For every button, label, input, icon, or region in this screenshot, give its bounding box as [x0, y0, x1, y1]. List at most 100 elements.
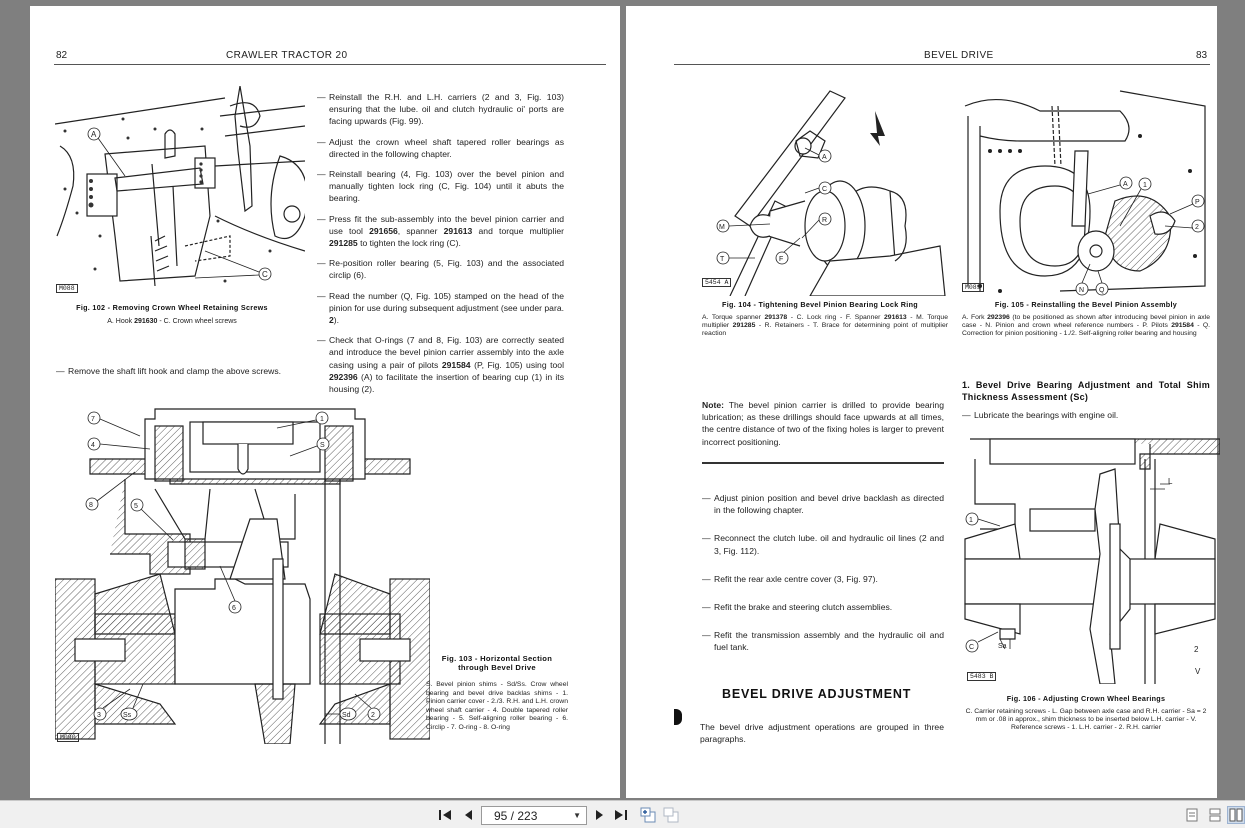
page-number: 83: [1196, 50, 1208, 61]
running-head: CRAWLER TRACTOR 20: [226, 50, 348, 61]
svg-text:C: C: [969, 644, 974, 651]
previous-page-button[interactable]: [462, 806, 476, 824]
svg-text:Sa: Sa: [998, 643, 1007, 650]
fig102-label-c: C: [262, 270, 268, 279]
header-rule: [674, 64, 1210, 65]
bullet-read-number: Read the number (Q, Fig. 105) stamped on…: [317, 290, 564, 327]
fig104-caption-title: Fig. 104 - Tightening Bevel Pinion Beari…: [722, 300, 918, 309]
fig103-caption-title: Fig. 103 - Horizontal Section through Be…: [441, 654, 553, 672]
svg-text:L: L: [1168, 477, 1173, 486]
page-82: 82 CRAWLER TRACTOR 20: [30, 6, 620, 798]
first-page-icon: [439, 810, 451, 820]
svg-text:2: 2: [1195, 224, 1199, 231]
svg-text:1: 1: [1143, 182, 1147, 189]
svg-text:F: F: [779, 256, 783, 263]
remove-page-button[interactable]: [662, 806, 680, 824]
fig105-illustration: A 1 P 2 N Q: [964, 90, 1206, 296]
fig102-caption-legend: A. Hook 291630 - C. Crown wheel screws: [107, 318, 237, 325]
fig102-illustration: A C: [55, 86, 305, 287]
svg-text:6: 6: [232, 605, 236, 612]
fig103-caption-legend: S. Bevel pinion shims - Sd/Ss. Crow whee…: [426, 681, 568, 731]
page-83: BEVEL DRIVE 83: [626, 6, 1220, 798]
note-paragraph: Note: The bevel pinion carrier is drille…: [702, 400, 944, 447]
note-divider: [702, 462, 944, 464]
prev-page-icon: [465, 810, 472, 820]
svg-text:1: 1: [320, 416, 324, 423]
page-number-input[interactable]: 95 / 223 ▼: [481, 806, 587, 825]
svg-text:V: V: [1195, 667, 1201, 676]
two-page-view-button[interactable]: [1227, 806, 1245, 824]
continuous-view-button[interactable]: [1207, 806, 1223, 824]
svg-text:7: 7: [91, 416, 95, 423]
section-marker-icon: [674, 709, 682, 725]
svg-text:1: 1: [969, 517, 973, 524]
running-head: BEVEL DRIVE: [924, 50, 994, 61]
page-dropdown-arrow-icon[interactable]: ▼: [573, 811, 581, 820]
left-col-bullets: Remove the shaft lift hook and clamp the…: [56, 365, 300, 385]
next-page-icon: [596, 810, 603, 820]
bullet-lubricate: Lubricate the bearings with engine oil.: [962, 409, 1210, 421]
bullet-refit-cover: Refit the rear axle centre cover (3, Fig…: [702, 573, 944, 585]
right-page-bullets: Adjust pinion position and bevel drive b…: [702, 492, 944, 662]
svg-text:2: 2: [1194, 645, 1199, 654]
fig105-tag: M089: [962, 283, 984, 292]
bullet-adjust-pinion: Adjust pinion position and bevel drive b…: [702, 492, 944, 516]
svg-text:S: S: [320, 442, 325, 449]
two-page-icon: [1229, 808, 1243, 822]
bullet-reinstall-carriers: Reinstall the R.H. and L.H. carriers (2 …: [317, 91, 564, 128]
svg-text:4: 4: [91, 442, 95, 449]
last-page-button[interactable]: [613, 806, 629, 824]
para1-heading: 1. Bevel Drive Bearing Adjustment and To…: [962, 380, 1210, 402]
fig103-section-drawing: 7 4 8 5 1 S 6 3 Ss Sd 2: [55, 408, 430, 744]
insert-page-button[interactable]: [639, 806, 657, 824]
viewer-toolbar: 95 / 223 ▼: [0, 800, 1245, 828]
header-rule: [54, 64, 606, 65]
svg-text:5: 5: [134, 503, 138, 510]
bullet-check-orings: Check that O-rings (7 and 8, Fig. 103) a…: [317, 334, 564, 395]
bullet-press-fit: Press fit the sub-assembly into the beve…: [317, 213, 564, 250]
svg-text:P: P: [1195, 199, 1200, 206]
page-number: 82: [56, 50, 68, 61]
fig106-tag: 5483 B: [967, 672, 997, 681]
fig106-caption-legend: C. Carrier retaining screws - L. Gap bet…: [965, 708, 1207, 732]
svg-text:N: N: [1079, 287, 1084, 294]
last-page-icon: [615, 810, 627, 820]
left-page-right-column: Reinstall the R.H. and L.H. carriers (2 …: [317, 91, 564, 403]
bullet-refit-brakes: Refit the brake and steering clutch asse…: [702, 601, 944, 613]
next-page-button[interactable]: [592, 806, 606, 824]
document-viewport[interactable]: 82 CRAWLER TRACTOR 20: [0, 0, 1245, 800]
bullet-reposition-bearing: Re-position roller bearing (5, Fig. 103)…: [317, 257, 564, 281]
svg-text:A: A: [1123, 181, 1128, 188]
bullet-reinstall-bearing: Reinstall bearing (4, Fig. 103) over the…: [317, 168, 564, 205]
section-heading: BEVEL DRIVE ADJUSTMENT: [722, 687, 912, 701]
section-intro: The bevel drive adjustment operations ar…: [700, 722, 944, 745]
fig105-caption-legend: A. Fork 292396 (to be positioned as show…: [962, 314, 1210, 338]
bullet-refit-transmission: Refit the transmission assembly and the …: [702, 629, 944, 653]
svg-text:T: T: [720, 256, 725, 263]
single-page-view-button[interactable]: [1184, 806, 1200, 824]
fig104-tag: 5454 A: [702, 278, 732, 287]
fig102-tag: M088: [56, 284, 78, 293]
continuous-page-icon: [1209, 808, 1221, 822]
bullet-adjust-bearings: Adjust the crown wheel shaft tapered rol…: [317, 136, 564, 160]
svg-text:C: C: [822, 186, 827, 193]
bullet-remove-hook: Remove the shaft lift hook and clamp the…: [56, 365, 300, 377]
fig104-illustration: A C R M T F: [716, 90, 946, 296]
fig106-caption-title: Fig. 106 - Adjusting Crown Wheel Bearing…: [1006, 694, 1166, 703]
svg-text:Q: Q: [1099, 287, 1105, 294]
para1-bullets: Lubricate the bearings with engine oil.: [962, 409, 1210, 429]
svg-text:R: R: [822, 217, 827, 224]
fig102-label-a: A: [91, 130, 97, 139]
fig105-caption-title: Fig. 105 - Reinstalling the Bevel Pinion…: [994, 300, 1178, 309]
svg-text:8: 8: [89, 502, 93, 509]
svg-text:2: 2: [371, 712, 375, 719]
fig104-caption-legend: A. Torque spanner 291378 - C. Lock ring …: [702, 314, 948, 338]
first-page-button[interactable]: [437, 806, 453, 824]
svg-text:Sd: Sd: [342, 712, 351, 719]
remove-page-icon: [663, 807, 679, 823]
fig106-section-drawing: 1 L C Sa 2 V: [964, 438, 1220, 684]
fig102-caption-title: Fig. 102 - Removing Crown Wheel Retainin…: [76, 303, 268, 312]
svg-text:A: A: [822, 154, 827, 161]
page-indicator: 95 / 223: [494, 808, 538, 823]
bullet-reconnect-lines: Reconnect the clutch lube. oil and hydra…: [702, 532, 944, 556]
